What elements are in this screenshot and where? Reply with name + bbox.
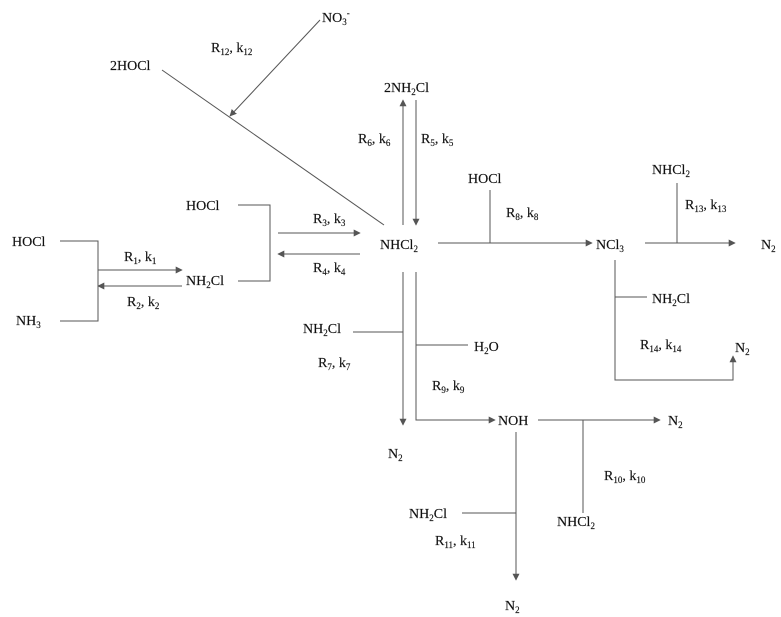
reaction-label-r8: R8, k8 [506, 206, 539, 222]
species-nh2cl-mid: NH2Cl [303, 322, 341, 338]
reaction-label-r7: R7, k7 [318, 356, 351, 372]
reaction-label-r4: R4, k4 [313, 261, 346, 277]
bracket-hocl-nh3 [60, 240, 99, 322]
species-labels: HOCl NH3 NH2Cl HOCl NHCl2 2HOCl NO3- 2NH… [12, 8, 776, 615]
species-nh2cl-right: NH2Cl [652, 292, 690, 308]
species-no3: NO3- [322, 8, 350, 27]
species-nhcl2-bottom: NHCl2 [557, 515, 595, 531]
species-h2o: H2O [474, 340, 499, 356]
species-n2-right: N2 [761, 238, 776, 254]
reaction-label-r10: R10, k10 [604, 469, 646, 485]
species-2nh2cl: 2NH2Cl [384, 81, 429, 97]
reaction-label-r6: R6, k6 [358, 132, 391, 148]
reaction-label-r13: R13, k13 [685, 198, 727, 214]
reaction-label-r12: R12, k12 [211, 41, 252, 57]
line-2hocl [161, 69, 385, 226]
bracket-hocl-nh2cl [238, 204, 271, 282]
species-ncl3: NCl3 [596, 238, 624, 254]
species-nhcl2-top-right: NHCl2 [652, 163, 690, 179]
arrow-r12 [229, 19, 321, 117]
reaction-labels: R1, k1 R2, k2 R3, k3 R4, k4 R5, k5 R6, k… [124, 41, 727, 550]
reaction-label-r3: R3, k3 [313, 212, 346, 228]
reaction-label-r5: R5, k5 [421, 132, 454, 148]
reaction-label-r2: R2, k2 [127, 295, 159, 311]
species-n2-r14: N2 [735, 341, 750, 357]
species-n2-bottom: N2 [505, 599, 520, 615]
reaction-label-r9: R9, k9 [432, 379, 465, 395]
species-nh2cl-1: NH2Cl [186, 274, 224, 290]
arrow-r9 [415, 272, 496, 424]
species-hocl-left: HOCl [12, 235, 46, 250]
species-noh: NOH [498, 414, 528, 429]
connector-lines [60, 19, 737, 581]
species-nhcl2-center: NHCl2 [380, 238, 418, 254]
species-2hocl: 2HOCl [110, 59, 151, 74]
reaction-label-r1: R1, k1 [124, 250, 156, 266]
species-hocl-right: HOCl [468, 172, 502, 187]
species-nh3: NH3 [16, 314, 41, 330]
arrow-r14 [614, 260, 737, 381]
reaction-label-r11: R11, k11 [435, 534, 476, 550]
species-hocl-mid: HOCl [186, 199, 220, 214]
species-nh2cl-bottom: NH2Cl [409, 507, 447, 523]
species-n2-noh: N2 [668, 414, 683, 430]
species-n2-down: N2 [388, 447, 403, 463]
reaction-label-r14: R14, k14 [640, 338, 682, 354]
